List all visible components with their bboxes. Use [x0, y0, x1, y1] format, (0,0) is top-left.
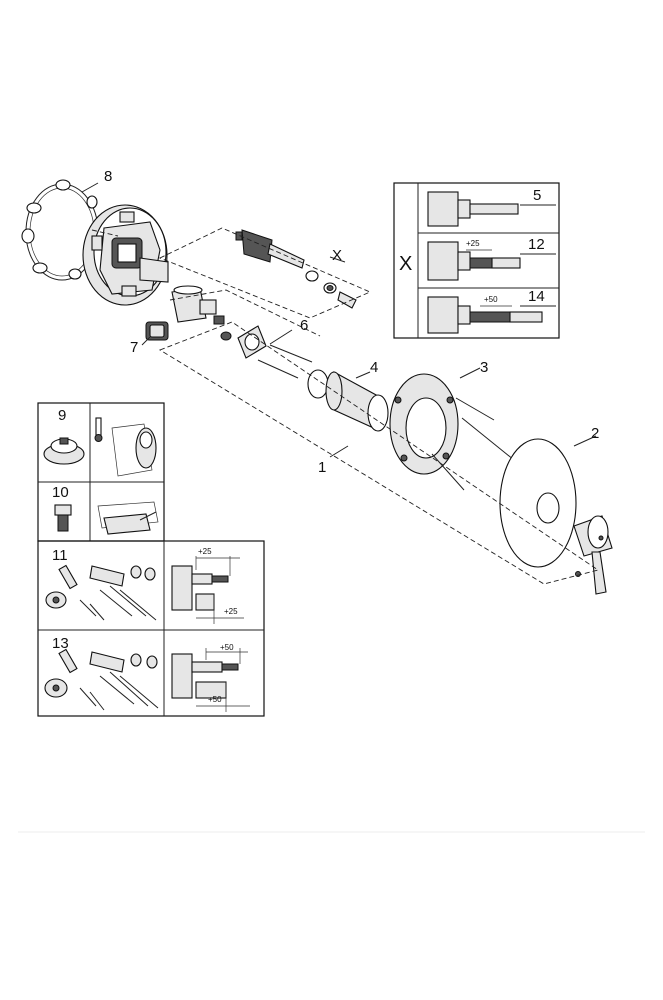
callout-7: 7 [130, 339, 138, 356]
dim-12: +25 [466, 239, 480, 248]
rough-in-body [82, 204, 169, 306]
accessory-10: 10 [52, 484, 159, 535]
callout-1: 1 [318, 459, 326, 476]
callout-11: 11 [52, 547, 68, 564]
accessory-11: 11 +25 +25 [45, 547, 244, 624]
assembly-axis-lines [91, 227, 600, 585]
callout-14: 14 [528, 288, 545, 305]
part-8-gasket [21, 179, 100, 281]
dim-14: +50 [484, 295, 498, 304]
part-x-spindle [235, 229, 357, 309]
part-4-sleeve [307, 369, 389, 432]
x-box-label: X [399, 253, 412, 275]
option-12-extension: +25 12 [427, 236, 556, 281]
dim-13-bottom: +50 [208, 695, 222, 704]
main-callouts: 8 7 X 6 4 3 2 1 [104, 168, 599, 476]
callout-6: 6 [300, 317, 308, 334]
cartridge [171, 285, 232, 341]
callout-3: 3 [480, 359, 488, 376]
dim-11-top: +25 [198, 547, 212, 556]
part-2-escutcheon [499, 435, 613, 595]
accessory-13: 13 +50 +50 [44, 635, 250, 712]
x-options-box: X 5 +25 12 +50 14 [393, 182, 560, 339]
accessory-9: 9 [43, 407, 157, 477]
option-5-spindle: 5 [427, 187, 556, 227]
callout-9: 9 [58, 407, 66, 424]
dim-13-top: +50 [220, 643, 234, 652]
callout-4: 4 [370, 359, 378, 376]
callout-x: X [332, 247, 342, 264]
callout-13: 13 [52, 635, 69, 652]
part-7-nut [141, 321, 169, 346]
part-3-mounting-plate [389, 367, 515, 491]
callout-12: 12 [528, 236, 545, 253]
callout-5: 5 [533, 187, 541, 204]
dim-11-bottom: +25 [224, 607, 238, 616]
option-14-extension: +50 14 [427, 288, 556, 334]
callout-8: 8 [104, 168, 112, 185]
callout-10: 10 [52, 484, 69, 501]
callout-2: 2 [591, 425, 599, 442]
accessory-grid: 9 10 11 [37, 402, 265, 717]
